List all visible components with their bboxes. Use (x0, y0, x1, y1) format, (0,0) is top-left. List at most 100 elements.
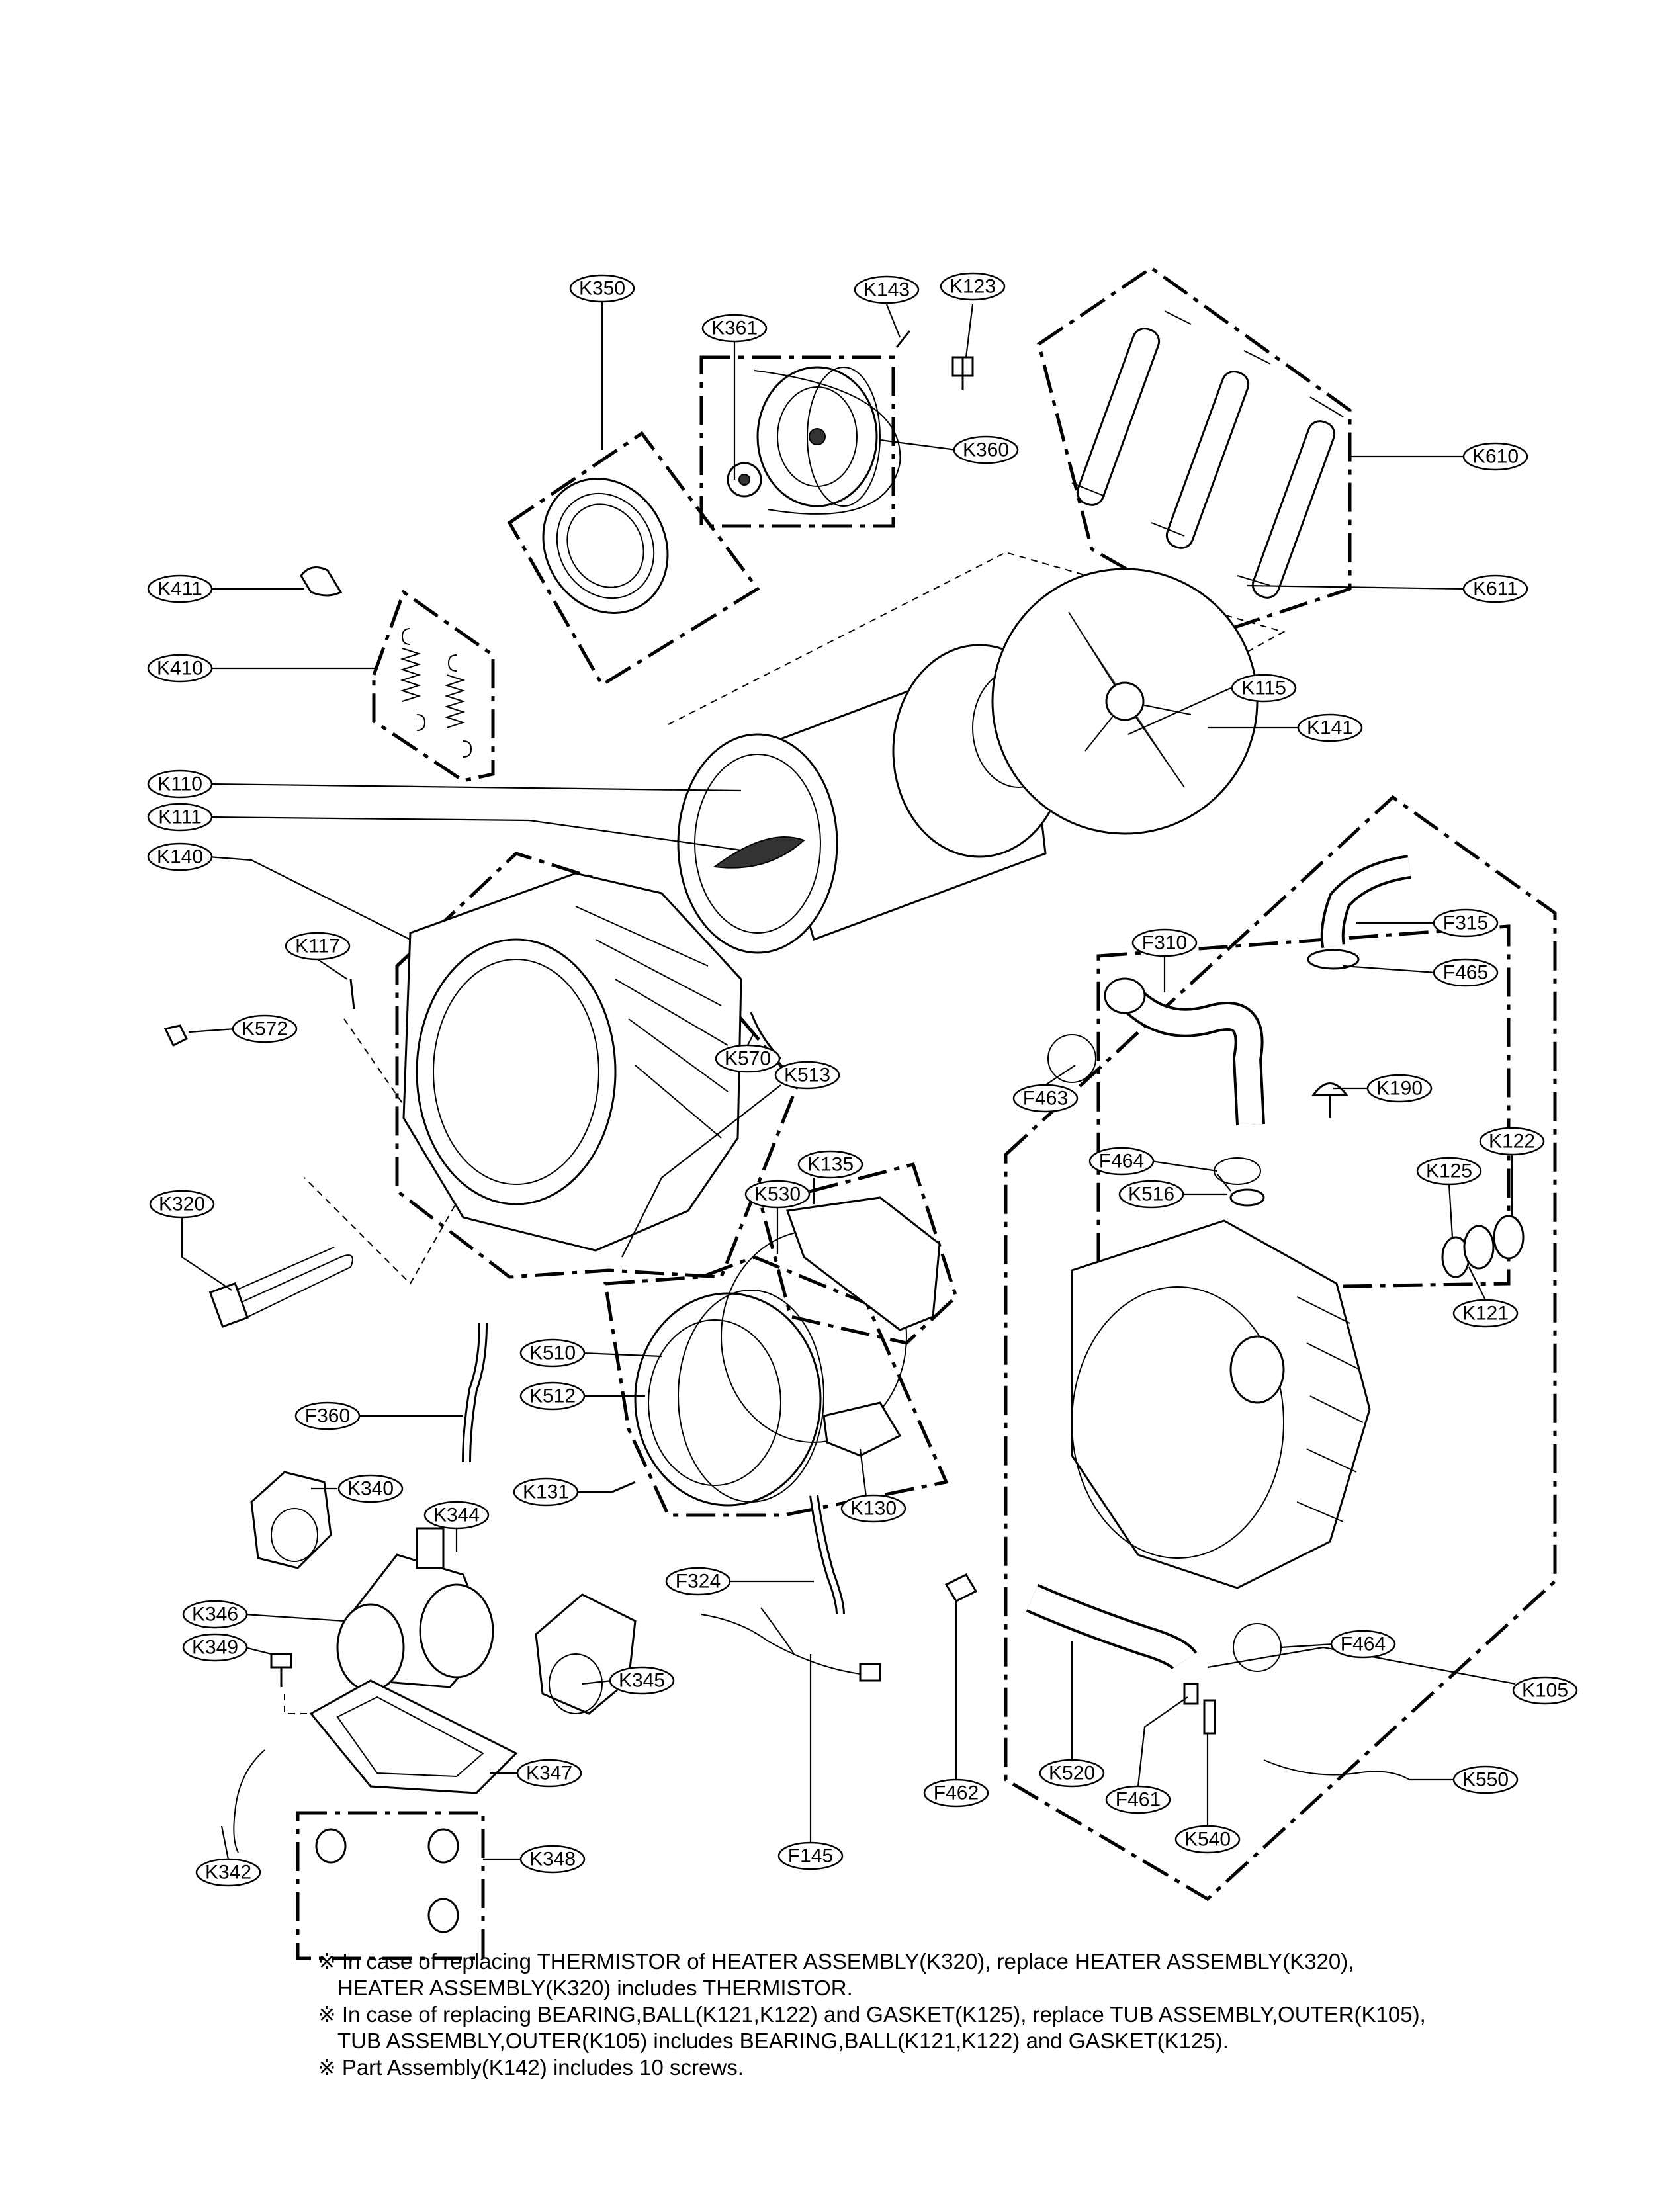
svg-text:F145: F145 (788, 1845, 833, 1867)
svg-text:F310: F310 (1142, 932, 1187, 954)
group-k361-outline (699, 355, 895, 528)
callouts: K350 K361 K143 K123 K360 K610 K611 K411 … (147, 272, 1578, 1887)
svg-text:K130: K130 (850, 1498, 897, 1520)
sensor-k540 (1203, 1699, 1216, 1735)
svg-text:K143: K143 (863, 279, 910, 301)
svg-text:K115: K115 (1241, 678, 1286, 699)
svg-text:K572: K572 (242, 1018, 288, 1040)
svg-text:K570: K570 (725, 1048, 771, 1070)
callout-f464-lower: F464 (1330, 1630, 1396, 1659)
seal-k516 (1229, 1188, 1265, 1207)
screw-k117 (349, 979, 355, 1010)
callout-k105: K105 (1512, 1676, 1578, 1705)
wire-k550 (1263, 1759, 1410, 1780)
callout-k190: K190 (1366, 1074, 1433, 1103)
callout-k520: K520 (1039, 1759, 1105, 1788)
svg-text:F461: F461 (1116, 1789, 1161, 1811)
hub-part (727, 462, 762, 498)
springs-part (400, 628, 472, 758)
callout-k140: K140 (147, 842, 213, 871)
svg-text:F324: F324 (676, 1571, 721, 1593)
svg-text:K117: K117 (295, 936, 340, 957)
callout-k349: K349 (182, 1633, 248, 1662)
bolt-k349 (270, 1653, 292, 1687)
group-k510-outline (603, 1255, 949, 1517)
svg-text:K350: K350 (579, 278, 625, 300)
svg-text:K140: K140 (157, 846, 203, 868)
callout-k540: K540 (1174, 1825, 1241, 1854)
svg-text:K510: K510 (529, 1342, 576, 1364)
callout-k131: K131 (513, 1477, 579, 1507)
svg-text:K135: K135 (807, 1154, 854, 1176)
hose-f360 (462, 1323, 488, 1463)
svg-text:K611: K611 (1473, 578, 1518, 600)
svg-text:K110: K110 (157, 773, 202, 795)
svg-text:K550: K550 (1462, 1769, 1509, 1791)
feet-k348 (315, 1828, 459, 1933)
clip-f462 (944, 1573, 978, 1602)
valve-k190 (1311, 1082, 1348, 1118)
svg-text:K360: K360 (963, 439, 1009, 461)
callout-k530: K530 (744, 1180, 811, 1209)
clip-part (300, 566, 343, 597)
callout-k361: K361 (701, 314, 768, 343)
svg-text:K516: K516 (1128, 1184, 1174, 1205)
svg-text:K121: K121 (1462, 1303, 1509, 1325)
svg-text:F464: F464 (1099, 1151, 1144, 1172)
svg-text:K125: K125 (1426, 1160, 1472, 1182)
callout-k516: K516 (1118, 1180, 1184, 1209)
callout-f360: F360 (294, 1401, 361, 1430)
svg-text:K344: K344 (433, 1505, 480, 1526)
callout-k348: K348 (519, 1845, 586, 1874)
group-outlines (284, 265, 1557, 1960)
callout-k122: K122 (1479, 1127, 1545, 1156)
note-bearing-line-1: ※ In case of replacing BEARING,BALL(K121… (318, 2002, 1426, 2027)
callout-f310: F310 (1131, 928, 1198, 957)
group-k348-outline (296, 1811, 485, 1960)
callout-f465: F465 (1433, 958, 1499, 987)
clamp-f464-upper (1214, 1157, 1261, 1185)
svg-text:K122: K122 (1489, 1131, 1535, 1153)
callout-k411: K411 (147, 574, 213, 603)
svg-text:K111: K111 (158, 807, 202, 828)
callout-k360: K360 (953, 435, 1019, 464)
svg-text:K342: K342 (205, 1862, 251, 1884)
svg-text:F465: F465 (1443, 962, 1488, 984)
hose-f324 (809, 1495, 845, 1615)
callout-f462: F462 (923, 1778, 989, 1808)
callout-k512: K512 (519, 1381, 586, 1411)
note-heater-line-1: ※ In case of replacing THERMISTOR of HEA… (318, 1949, 1354, 1974)
svg-text:K123: K123 (950, 276, 996, 298)
callout-k340: K340 (337, 1474, 404, 1503)
leader-lines (181, 301, 1516, 1860)
svg-text:K141: K141 (1307, 717, 1353, 739)
callout-k513: K513 (774, 1061, 840, 1090)
callout-k345: K345 (609, 1666, 675, 1695)
pump-k345 (535, 1593, 637, 1715)
heater-part (208, 1247, 353, 1328)
svg-text:K540: K540 (1184, 1829, 1231, 1851)
note-bearing-line-2: TUB ASSEMBLY,OUTER(K105) includes BEARIN… (337, 2029, 1229, 2053)
svg-text:F360: F360 (305, 1405, 350, 1427)
hose-f310 (1104, 977, 1265, 1126)
pump-body-k346 (336, 1527, 494, 1692)
svg-text:K411: K411 (157, 578, 202, 600)
svg-text:K349: K349 (192, 1637, 238, 1659)
group-k350-outline (507, 431, 760, 687)
callout-k610: K610 (1462, 442, 1528, 471)
svg-text:F315: F315 (1443, 912, 1488, 934)
svg-text:F464: F464 (1341, 1634, 1386, 1655)
callout-k572: K572 (232, 1014, 298, 1043)
callout-k125: K125 (1416, 1157, 1482, 1186)
svg-text:K348: K348 (529, 1849, 576, 1870)
callout-k320: K320 (149, 1190, 215, 1219)
callout-k346: K346 (182, 1600, 248, 1629)
callout-f464-upper: F464 (1088, 1147, 1155, 1176)
k140-dash-line (304, 1018, 464, 1285)
callout-k570: K570 (715, 1044, 781, 1073)
svg-text:K345: K345 (619, 1670, 665, 1692)
callout-f315: F315 (1433, 908, 1499, 938)
callout-k123: K123 (940, 272, 1006, 301)
callout-k347: K347 (516, 1759, 582, 1788)
